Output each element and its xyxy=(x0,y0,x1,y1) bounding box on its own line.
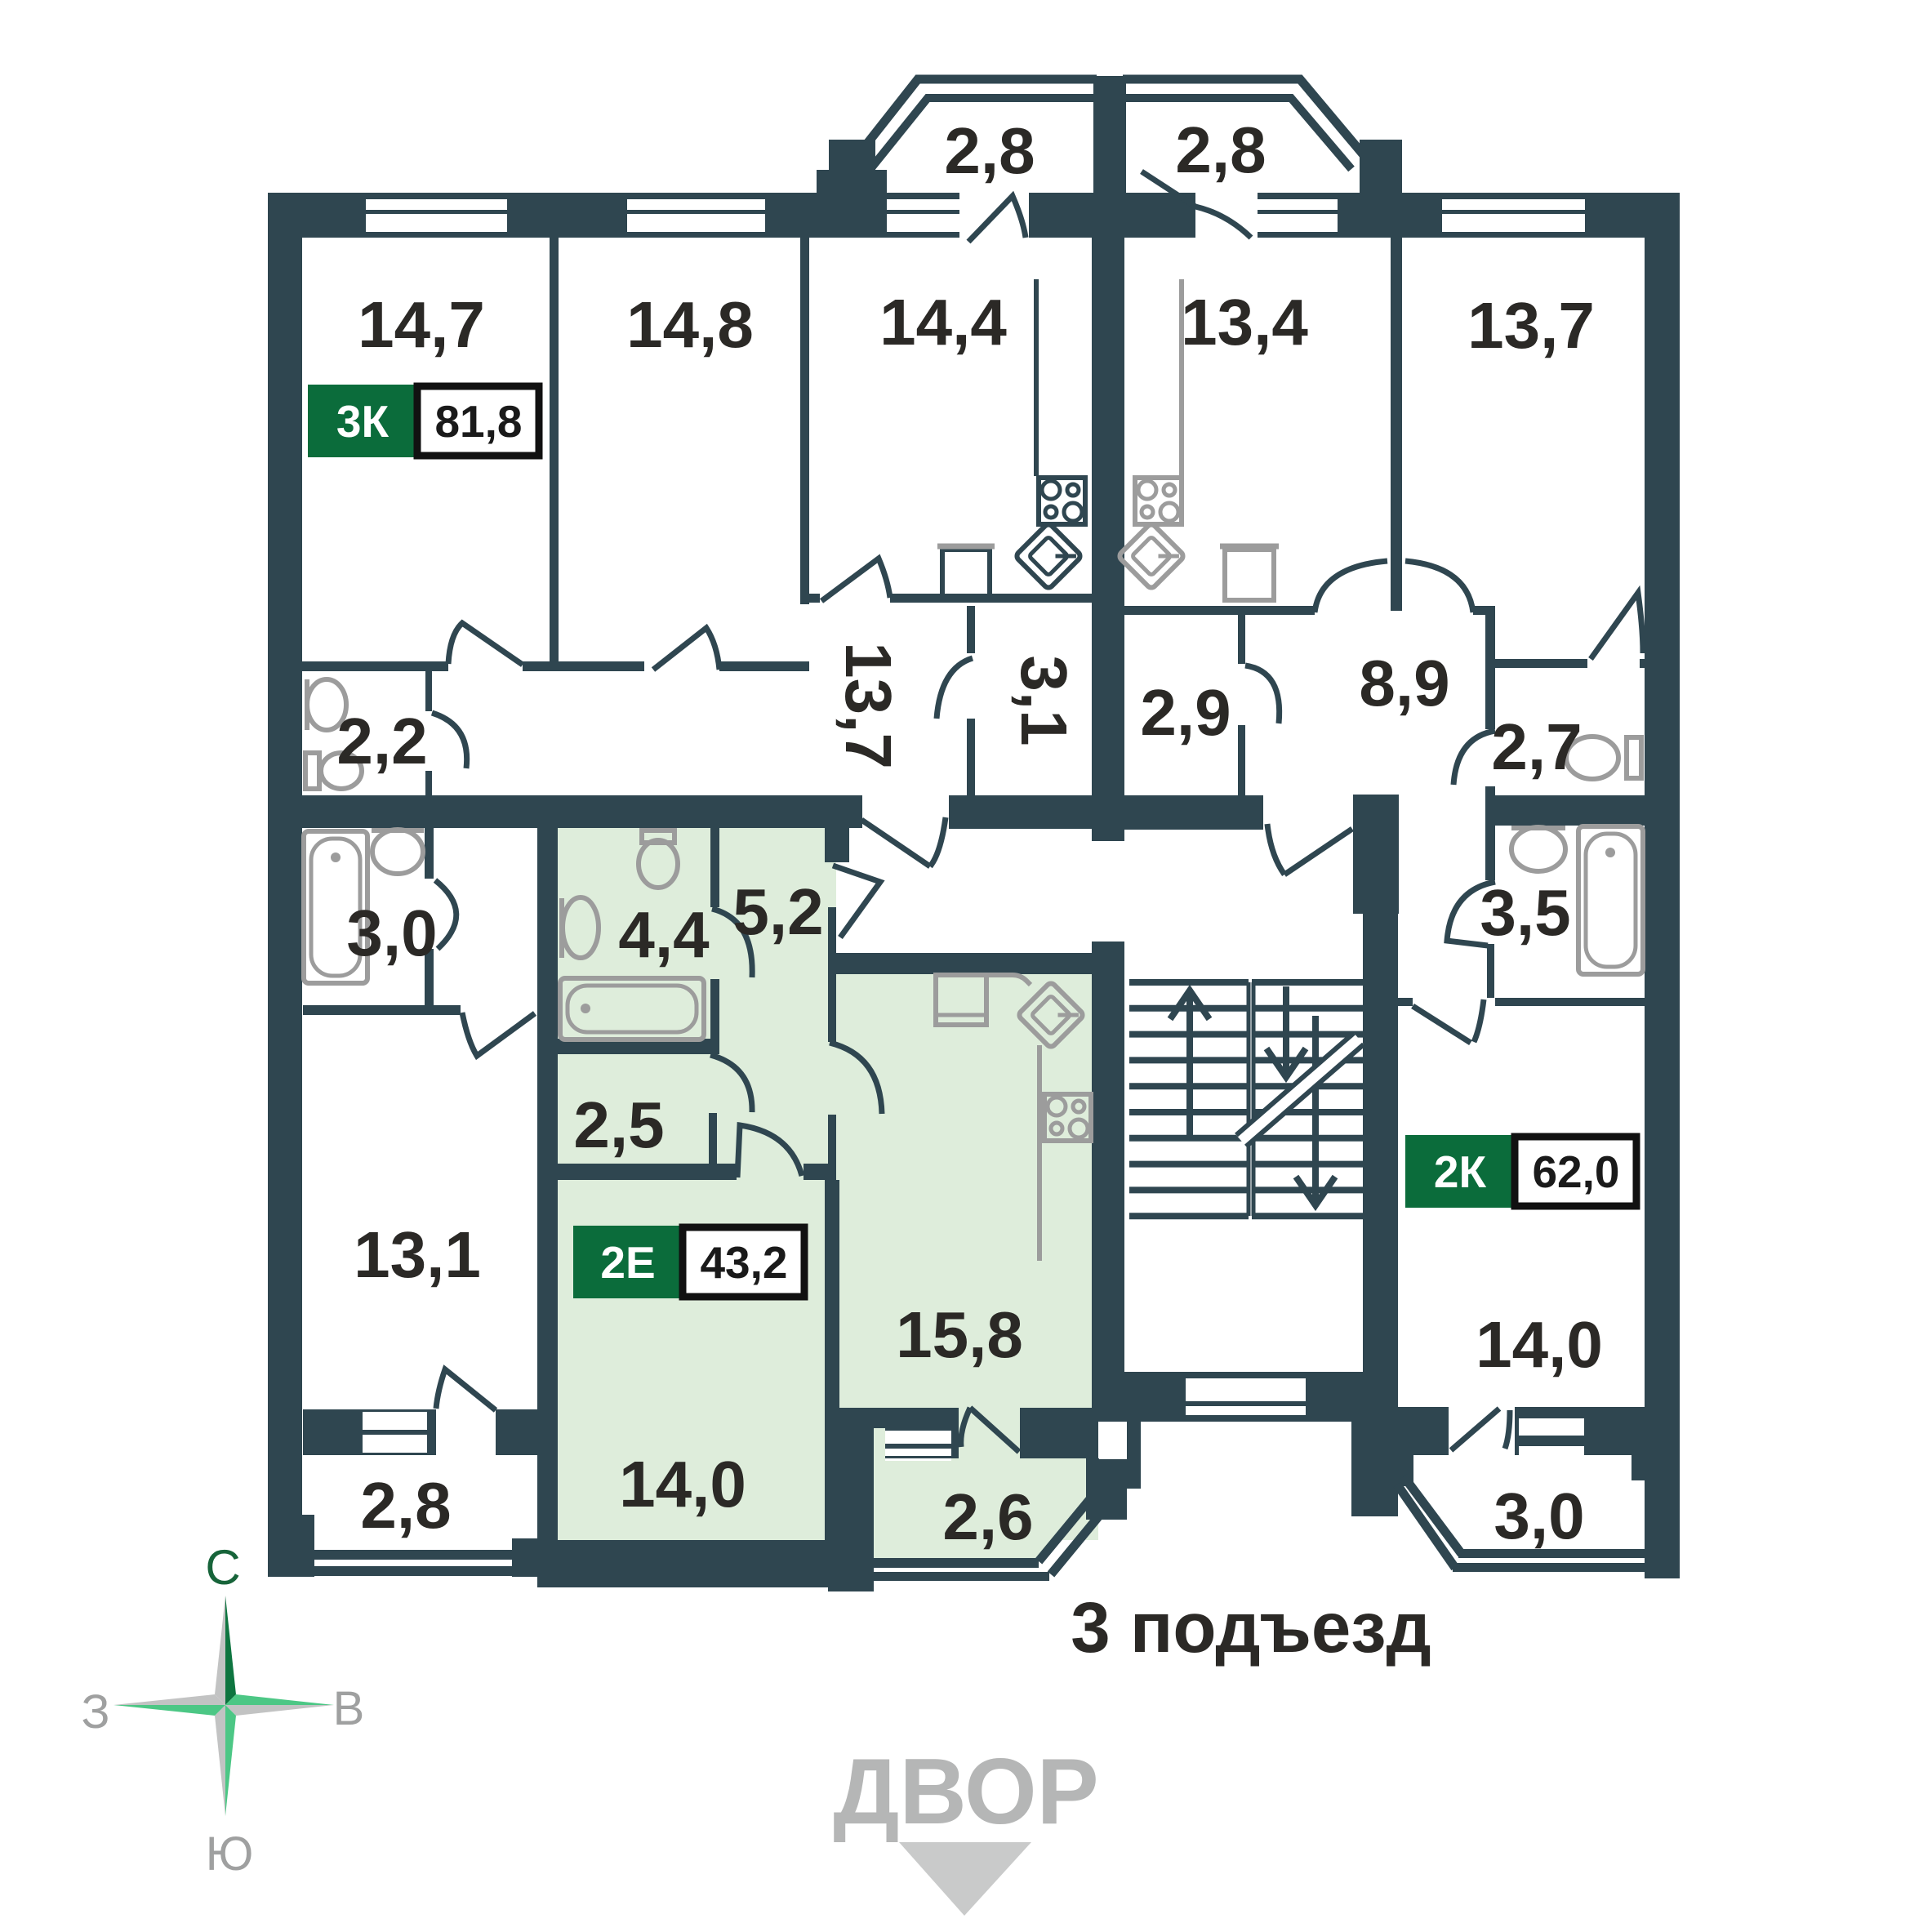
svg-text:14,8: 14,8 xyxy=(626,288,754,361)
svg-text:2,5: 2,5 xyxy=(573,1088,664,1161)
svg-text:2,2: 2,2 xyxy=(336,705,427,777)
svg-text:13,7: 13,7 xyxy=(1467,289,1595,362)
svg-text:Ю: Ю xyxy=(206,1827,254,1881)
svg-text:4,4: 4,4 xyxy=(618,898,710,971)
svg-text:81,8: 81,8 xyxy=(434,396,522,447)
svg-text:3,5: 3,5 xyxy=(1480,876,1570,949)
svg-text:С: С xyxy=(205,1540,240,1595)
svg-text:2,8: 2,8 xyxy=(1175,114,1266,186)
svg-text:3,0: 3,0 xyxy=(1494,1480,1584,1552)
svg-text:2К: 2К xyxy=(1434,1146,1487,1197)
svg-text:13,1: 13,1 xyxy=(354,1218,481,1291)
svg-text:14,7: 14,7 xyxy=(358,288,485,361)
svg-text:5,2: 5,2 xyxy=(732,875,823,948)
svg-text:3К: 3К xyxy=(336,396,390,447)
svg-text:14,0: 14,0 xyxy=(619,1448,746,1520)
svg-text:13,4: 13,4 xyxy=(1181,286,1308,358)
svg-text:2,8: 2,8 xyxy=(944,114,1035,187)
svg-text:3,0: 3,0 xyxy=(346,897,437,969)
svg-text:14,0: 14,0 xyxy=(1476,1308,1603,1381)
svg-text:43,2: 43,2 xyxy=(700,1237,787,1288)
svg-text:2,9: 2,9 xyxy=(1140,676,1231,749)
svg-text:2,8: 2,8 xyxy=(360,1469,451,1542)
svg-text:13,7: 13,7 xyxy=(832,642,905,769)
svg-text:В: В xyxy=(333,1682,365,1735)
svg-text:62,0: 62,0 xyxy=(1532,1146,1619,1197)
svg-text:14,4: 14,4 xyxy=(879,286,1007,358)
svg-text:2,7: 2,7 xyxy=(1491,710,1582,783)
svg-text:3 подъезд: 3 подъезд xyxy=(1071,1588,1431,1667)
svg-text:8,9: 8,9 xyxy=(1359,647,1449,719)
svg-text:15,8: 15,8 xyxy=(896,1298,1023,1371)
svg-text:2Е: 2Е xyxy=(600,1237,655,1288)
svg-text:З: З xyxy=(81,1685,109,1738)
svg-text:ДВОР: ДВОР xyxy=(833,1740,1098,1844)
svg-text:3,1: 3,1 xyxy=(1008,655,1080,746)
svg-text:2,6: 2,6 xyxy=(942,1480,1033,1553)
